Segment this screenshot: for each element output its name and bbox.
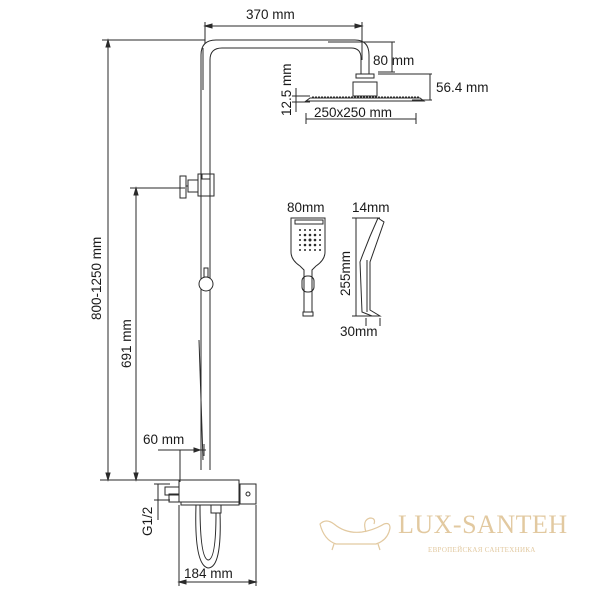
watermark-tagline: ЕВРОПЕЙСКАЯ САНТЕХНИКА xyxy=(428,546,536,554)
hand-shower-front-view xyxy=(290,217,326,317)
dim-wall-offset xyxy=(158,444,206,482)
hose-loop xyxy=(195,504,221,569)
dim-head-height xyxy=(378,73,432,101)
thermostatic-mixer xyxy=(164,479,257,514)
label-hand-shower-thickness: 14mm xyxy=(352,200,390,215)
label-wall-offset: 60 mm xyxy=(143,432,185,447)
label-hand-shower-handle: 30mm xyxy=(340,324,378,339)
overhead-shower-head xyxy=(304,73,426,102)
label-head-drop: 80 mm xyxy=(373,53,415,68)
hand-shower-side-view xyxy=(352,217,385,326)
label-head-size: 250x250 mm xyxy=(314,105,393,120)
dim-total-height xyxy=(100,38,205,482)
dim-mixer-width xyxy=(177,505,258,586)
watermark-brand: LUX-SANTEH xyxy=(398,510,568,539)
label-arm-length: 370 mm xyxy=(246,7,295,22)
bathtub-logo-icon xyxy=(319,517,391,551)
dim-arm-length xyxy=(203,22,364,60)
dim-head-drop xyxy=(328,41,395,73)
label-head-thickness: 12.5 mm xyxy=(279,63,294,116)
hand-shower-holder xyxy=(179,173,215,199)
label-head-height: 56.4 mm xyxy=(436,80,489,95)
label-inlet-thread: G1/2 xyxy=(140,506,155,536)
dim-head-thickness xyxy=(292,88,310,112)
label-total-height: 800-1250 mm xyxy=(89,236,104,320)
label-mixer-width: 184 mm xyxy=(184,566,233,581)
label-hand-shower-length: 255mm xyxy=(338,250,353,296)
dim-inlet-thread xyxy=(154,483,170,520)
dim-holder-height xyxy=(130,186,185,482)
rail-knob xyxy=(198,267,214,292)
label-hand-shower-width: 80mm xyxy=(287,200,325,215)
dim-head-size xyxy=(305,113,417,124)
label-holder-height: 691 mm xyxy=(119,319,134,368)
